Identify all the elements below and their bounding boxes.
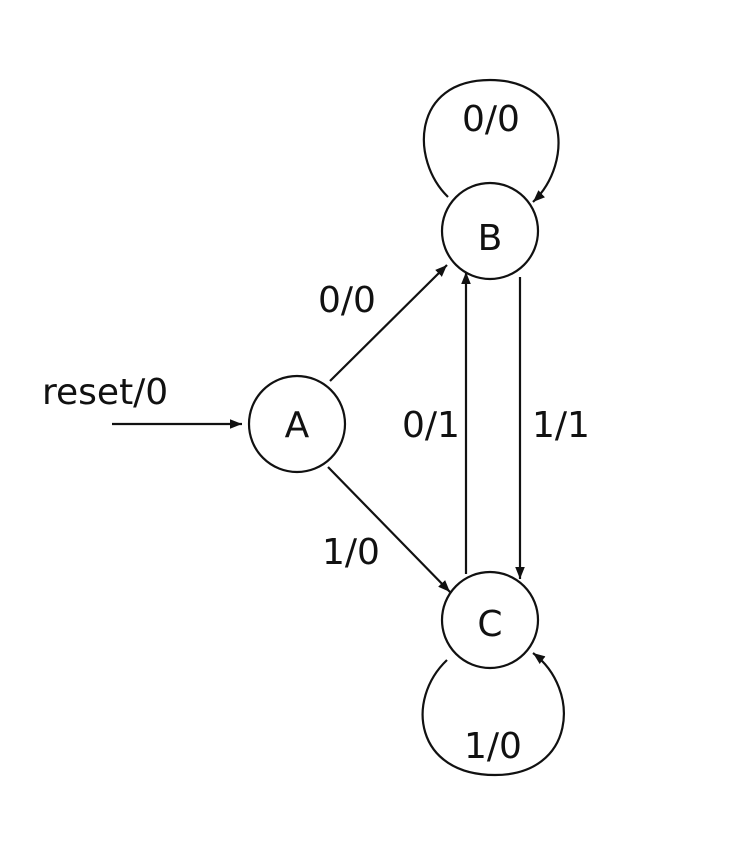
reset-label: reset/0 — [42, 372, 168, 413]
state-a-circle — [247, 374, 347, 474]
c-to-b-label: 0/1 — [402, 405, 460, 446]
state-c: C — [440, 570, 540, 670]
state-b: B — [440, 181, 540, 281]
edge-a-to-c — [327, 466, 451, 593]
state-c-label: C — [477, 604, 502, 645]
state-b-label: B — [478, 218, 503, 259]
transitions — [112, 78, 565, 777]
a-to-b-label: 0/0 — [318, 280, 376, 321]
c-self-loop-label: 1/0 — [464, 726, 522, 767]
a-to-c-label: 1/0 — [322, 532, 380, 573]
self-loop-c — [421, 652, 565, 777]
transition-labels: reset/0 0/0 1/0 0/0 1/0 0/1 1/1 — [42, 99, 590, 767]
edge-a-to-b — [329, 264, 448, 382]
state-b-circle — [440, 181, 540, 281]
b-to-c-label: 1/1 — [532, 405, 590, 446]
self-loop-b — [422, 78, 560, 203]
state-c-circle — [440, 570, 540, 670]
state-a-label: A — [285, 405, 310, 446]
b-self-loop-label: 0/0 — [462, 99, 520, 140]
state-a: A — [247, 374, 347, 474]
